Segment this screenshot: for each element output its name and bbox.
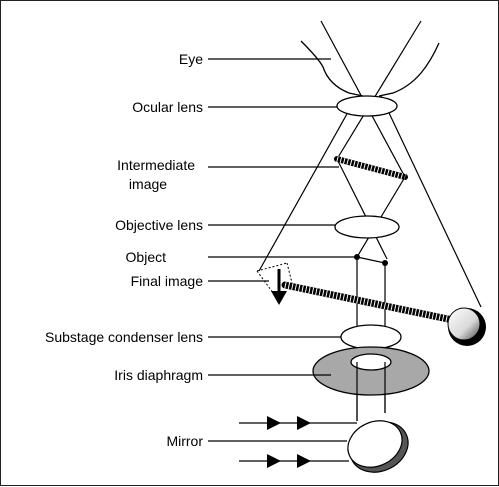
condenser-lens-shape bbox=[340, 324, 402, 350]
ball-shape bbox=[447, 307, 481, 341]
iris-aperture-shape bbox=[350, 353, 392, 371]
arrow-bottom-2 bbox=[297, 454, 311, 468]
label-eye: Eye bbox=[179, 51, 203, 67]
eye-left-curve bbox=[300, 40, 364, 97]
dotted-ray-top bbox=[256, 262, 288, 272]
ocular-lens-shape bbox=[336, 95, 398, 117]
light-rays bbox=[258, 20, 482, 421]
arrow-bottom-1 bbox=[267, 454, 281, 468]
ray-intermediate-left bbox=[336, 158, 388, 260]
mirror-shape bbox=[347, 420, 409, 473]
label-intermediate-image-line2: image bbox=[129, 176, 167, 192]
eye-shape bbox=[300, 40, 440, 97]
label-intermediate-image-line1: Intermediate bbox=[117, 157, 195, 173]
label-mirror: Mirror bbox=[166, 433, 203, 449]
iris-diaphragm-shape bbox=[312, 346, 430, 396]
arrow-top-2 bbox=[297, 416, 311, 430]
final-image-arrow bbox=[271, 269, 287, 305]
eye-right-curve bbox=[378, 42, 440, 97]
label-objective-lens: Objective lens bbox=[115, 217, 203, 233]
label-iris-diaphragm: Iris diaphragm bbox=[114, 367, 203, 383]
label-object: Object bbox=[126, 249, 167, 265]
label-substage-condenser-lens: Substage condenser lens bbox=[45, 329, 203, 345]
label-ocular-lens: Ocular lens bbox=[132, 99, 203, 115]
ray-eye-right bbox=[336, 20, 422, 160]
leader-lines bbox=[208, 58, 357, 442]
objective-lens-shape bbox=[334, 215, 400, 239]
ray-final-left bbox=[258, 95, 358, 272]
final-image-coil bbox=[281, 281, 471, 327]
ray-final-right bbox=[380, 95, 482, 308]
object-link bbox=[356, 256, 386, 264]
incoming-light bbox=[239, 416, 357, 468]
object-point-right bbox=[382, 260, 388, 266]
arrow-top-1 bbox=[267, 416, 281, 430]
label-final-image: Final image bbox=[131, 273, 204, 289]
intermediate-image-coil bbox=[334, 156, 408, 180]
